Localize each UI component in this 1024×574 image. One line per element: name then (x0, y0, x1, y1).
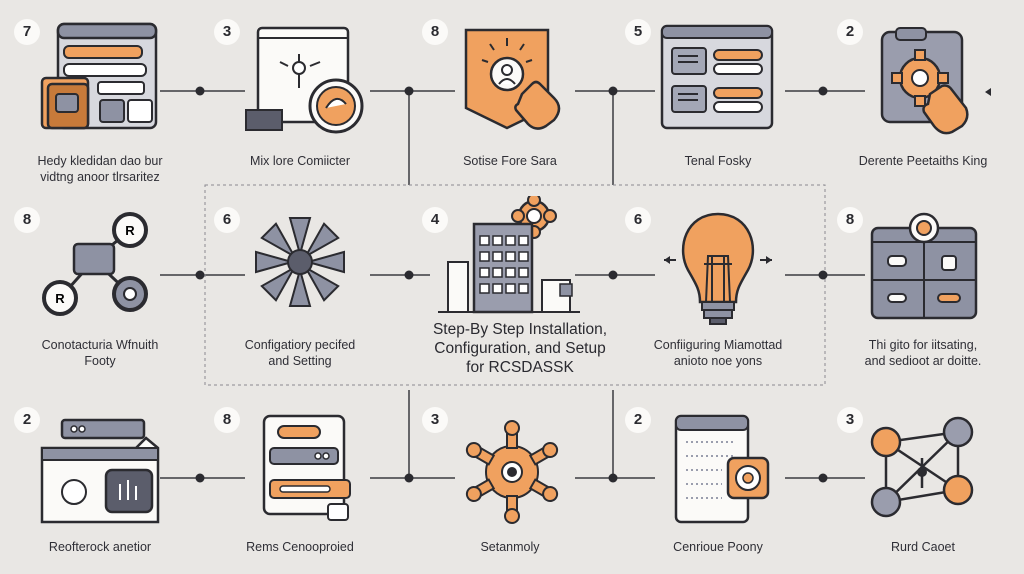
diagram-title: Step-By Step Installation, Configuration… (432, 321, 608, 376)
connection-nodes-icon: R R (42, 212, 148, 316)
step-caption: Derente Peetaiths King (858, 154, 988, 168)
checklist-window-icon (674, 414, 770, 524)
node-graph-icon (870, 416, 974, 518)
form-card-icon (262, 414, 351, 521)
pinwheel-gear-icon (255, 217, 345, 307)
step-badge: 6 (214, 207, 240, 233)
dashboard-panel-icon (870, 212, 978, 320)
browser-window-icon (40, 22, 158, 130)
step-badge: 8 (14, 207, 40, 233)
step-badge: 7 (14, 19, 40, 45)
step-badge: 4 (422, 207, 448, 233)
step-badge: 3 (422, 407, 448, 433)
step-caption: Sotise Fore Sara (463, 154, 557, 168)
step-caption: Mix lore Comiicter (249, 154, 350, 168)
step-caption: Rems Cenooproied (246, 540, 354, 554)
step-caption: Cenrioue Poony (673, 540, 763, 554)
step-caption: Thi gito for iitsating,and sedioot ar do… (864, 338, 982, 368)
svg-text:R: R (125, 223, 135, 238)
step-badge: 2 (837, 19, 863, 45)
step-caption: Tenal Fosky (684, 154, 752, 168)
step-badge: 2 (625, 407, 651, 433)
step-caption: Rurd Caoet (891, 540, 955, 554)
folder-window-icon (40, 418, 160, 524)
step-badge: 8 (214, 407, 240, 433)
lightbulb-icon (664, 212, 772, 325)
step-badge: 8 (837, 207, 863, 233)
step-badge: 3 (214, 19, 240, 45)
svg-text:R: R (55, 291, 65, 306)
gear-settings-icon (880, 27, 969, 135)
control-panel-icon (660, 24, 774, 130)
touch-badge-icon (464, 28, 561, 130)
cog-network-icon (465, 420, 559, 524)
step-badge: 3 (837, 407, 863, 433)
step-caption: Reofterock anetior (48, 540, 152, 554)
building-gear-icon (438, 196, 580, 314)
step-badge: 8 (422, 19, 448, 45)
step-badge: 2 (14, 407, 40, 433)
step-badge: 5 (625, 19, 651, 45)
step-badge: 6 (625, 207, 651, 233)
step-caption: Setanmoly (480, 540, 540, 554)
diagram-window-icon (245, 26, 364, 134)
